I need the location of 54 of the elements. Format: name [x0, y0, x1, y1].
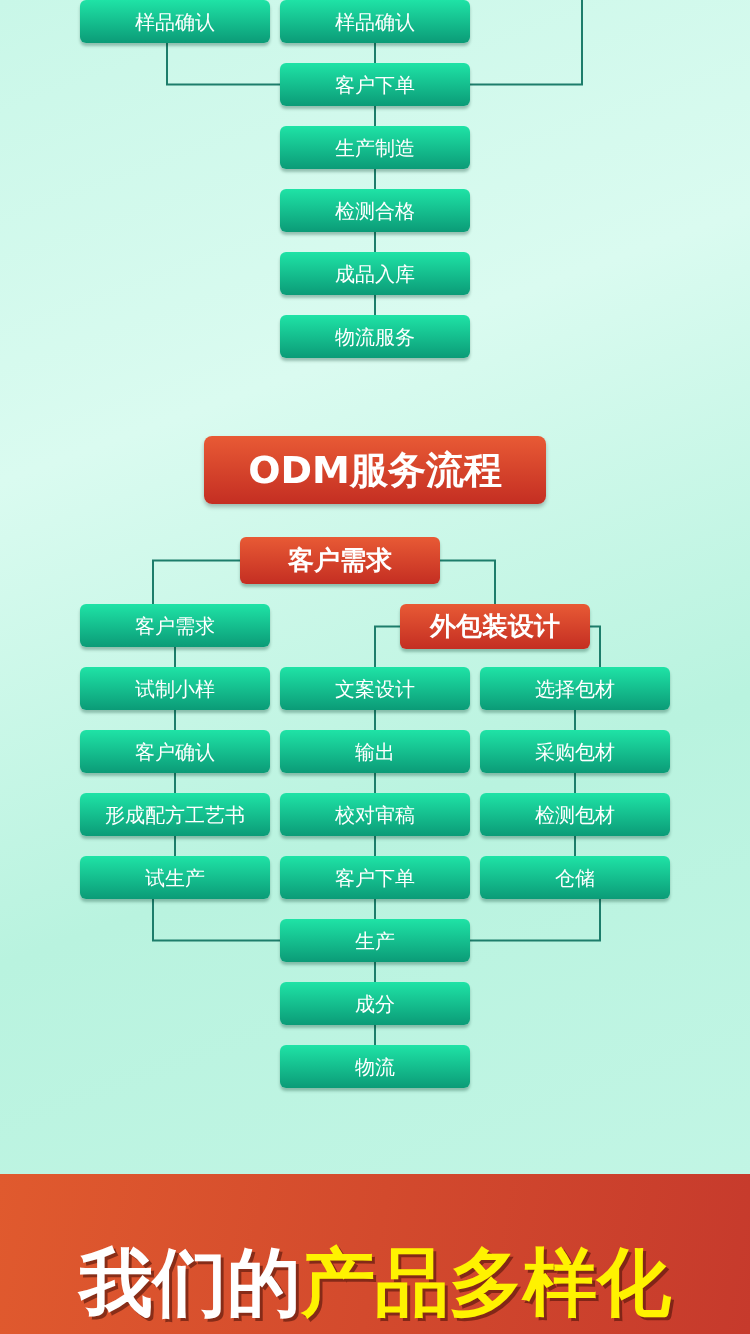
- process-box: 仓储: [480, 856, 670, 899]
- title-banner: ODM服务流程: [204, 436, 546, 504]
- connector-line: [174, 709, 176, 731]
- banner-text: 产品多样化: [301, 1245, 671, 1319]
- process-box: 物流服务: [280, 315, 470, 358]
- process-box: 试制小样: [80, 667, 270, 710]
- connector-line: [174, 646, 176, 668]
- process-box: 校对审稿: [280, 793, 470, 836]
- connector-line: [374, 625, 401, 668]
- connector-line: [374, 42, 376, 64]
- process-box: 成分: [280, 982, 470, 1025]
- connector-line: [374, 105, 376, 127]
- heading-box: 客户需求: [240, 537, 440, 584]
- connector-line: [374, 898, 376, 920]
- process-box: 客户确认: [80, 730, 270, 773]
- connector-line: [574, 709, 576, 731]
- connector-line: [589, 625, 601, 668]
- connector-line: [374, 709, 376, 731]
- connector-line: [469, 0, 583, 86]
- process-box: 生产: [280, 919, 470, 962]
- connector-line: [374, 772, 376, 794]
- connector-line: [374, 961, 376, 983]
- connector-line: [152, 898, 281, 942]
- connector-line: [152, 559, 241, 605]
- connector-line: [166, 42, 281, 86]
- connector-line: [574, 772, 576, 794]
- process-box: 生产制造: [280, 126, 470, 169]
- process-box: 客户下单: [280, 856, 470, 899]
- process-box: 选择包材: [480, 667, 670, 710]
- process-box: 客户需求: [80, 604, 270, 647]
- process-box: 采购包材: [480, 730, 670, 773]
- connector-line: [374, 1024, 376, 1046]
- process-box: 形成配方工艺书: [80, 793, 270, 836]
- process-box: 文案设计: [280, 667, 470, 710]
- connector-line: [439, 559, 496, 605]
- connector-line: [374, 294, 376, 316]
- connector-line: [574, 835, 576, 857]
- connector-line: [174, 835, 176, 857]
- connector-line: [374, 231, 376, 253]
- process-box: 成品入库: [280, 252, 470, 295]
- process-box: 检测包材: [480, 793, 670, 836]
- connector-line: [374, 835, 376, 857]
- banner-text: 我们的: [79, 1245, 301, 1319]
- process-box: 检测合格: [280, 189, 470, 232]
- process-box: 客户下单: [280, 63, 470, 106]
- process-box: 输出: [280, 730, 470, 773]
- connector-line: [174, 772, 176, 794]
- process-box: 样品确认: [280, 0, 470, 43]
- connector-line: [374, 168, 376, 190]
- process-box: 样品确认: [80, 0, 270, 43]
- connector-line: [469, 898, 601, 942]
- process-box: 试生产: [80, 856, 270, 899]
- heading-box: 外包装设计: [400, 604, 590, 649]
- process-box: 物流: [280, 1045, 470, 1088]
